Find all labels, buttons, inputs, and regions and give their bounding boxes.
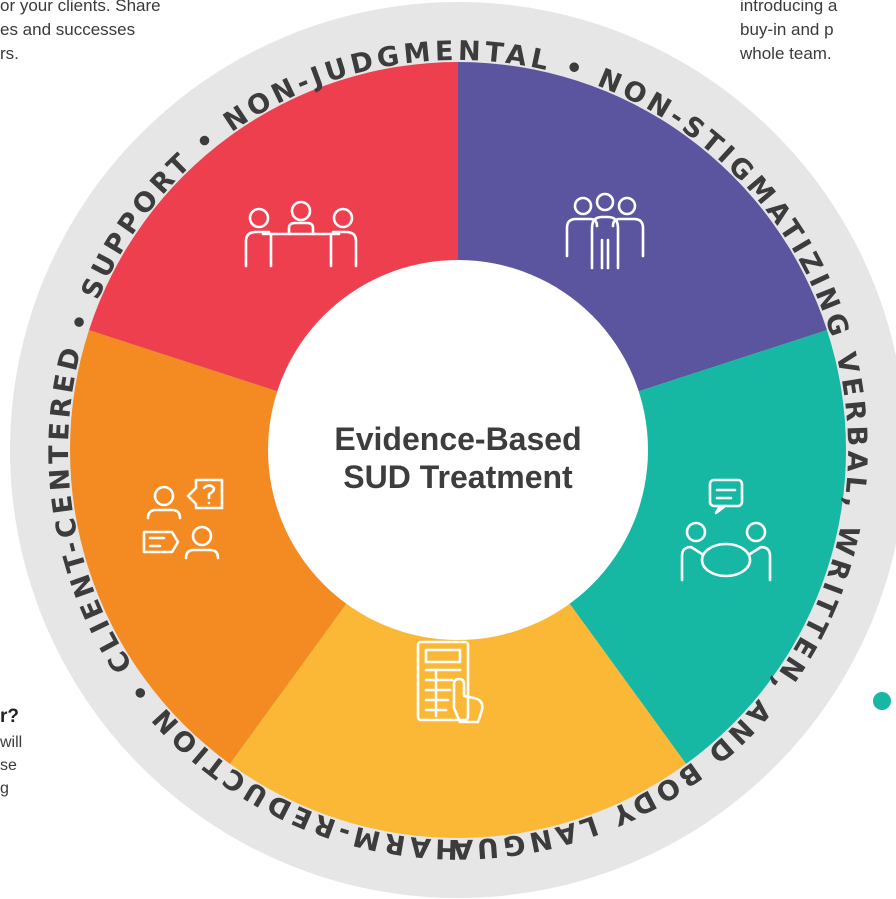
fragment-line: rs. — [0, 44, 19, 63]
fragment-line: whole team. — [740, 44, 832, 63]
fragment-line: will — [0, 734, 23, 751]
bottom-left-text-fragment: r? will se g — [0, 703, 22, 800]
fragment-question: r? — [0, 706, 19, 727]
segment-non-judgmental — [229, 450, 687, 839]
center-title-line1: Evidence-Based — [334, 421, 581, 457]
center-title-line2: SUD Treatment — [343, 459, 573, 495]
fragment-line: or your clients. Share — [0, 0, 161, 15]
document-touch-icon — [416, 640, 484, 724]
fragment-line: es and successes — [0, 20, 136, 39]
support-circle-icon — [680, 478, 772, 582]
question-conversation-icon — [142, 478, 224, 560]
meeting-table-icon — [244, 200, 358, 268]
fragment-line: se — [0, 757, 17, 774]
group-people-icon — [565, 192, 645, 270]
center-circle — [268, 260, 648, 640]
fragment-line: buy-in and p — [740, 20, 834, 39]
fragment-line: g — [0, 780, 9, 797]
top-right-text-fragment: introducing a buy-in and p whole team. — [740, 0, 837, 66]
top-left-text-fragment: or your clients. Share es and successes … — [0, 0, 161, 66]
fragment-line: introducing a — [740, 0, 838, 15]
accent-dot — [873, 692, 891, 710]
